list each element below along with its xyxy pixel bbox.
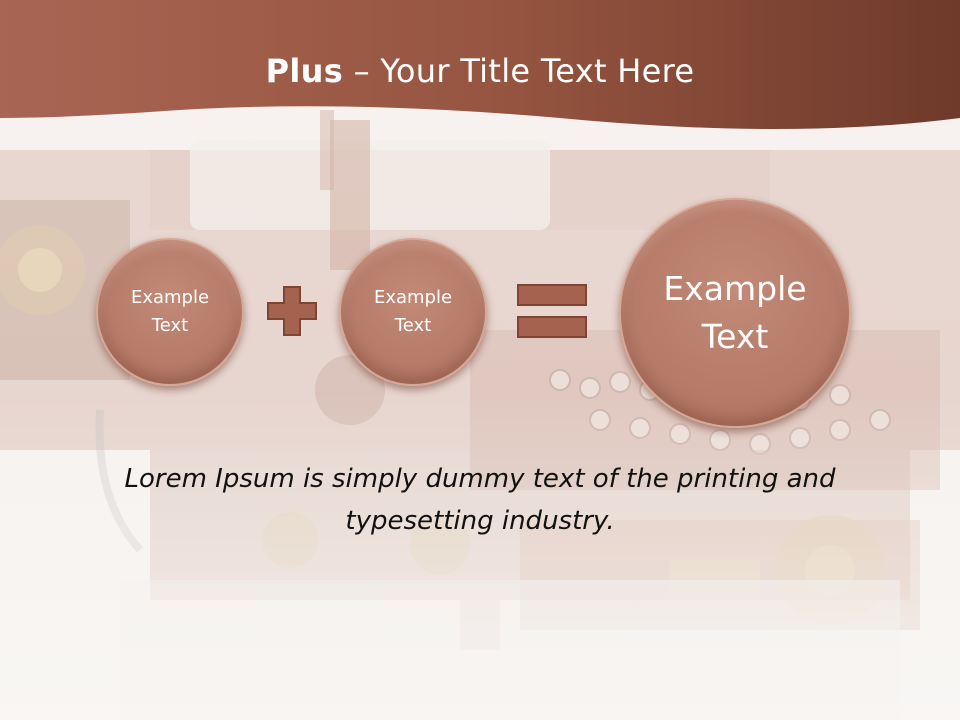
example-circle-middle: Example Text [339, 238, 487, 386]
circle-left-label: Example Text [130, 287, 210, 336]
circle-middle-label: Example Text [373, 287, 453, 336]
body-text: Lorem Ipsum is simply dummy text of the … [124, 464, 836, 536]
equals-icon [517, 284, 587, 338]
example-circle-result: Example Text [619, 198, 851, 428]
example-circle-left: Example Text [96, 238, 244, 386]
circle-result-label: Example Text [663, 269, 807, 356]
slide-title: Plus – Your Title Text Here [0, 52, 960, 90]
title-bold: Plus [265, 52, 344, 90]
title-banner [0, 0, 960, 129]
title-text: – Your Title Text Here [343, 52, 695, 90]
plus-icon [267, 286, 317, 336]
